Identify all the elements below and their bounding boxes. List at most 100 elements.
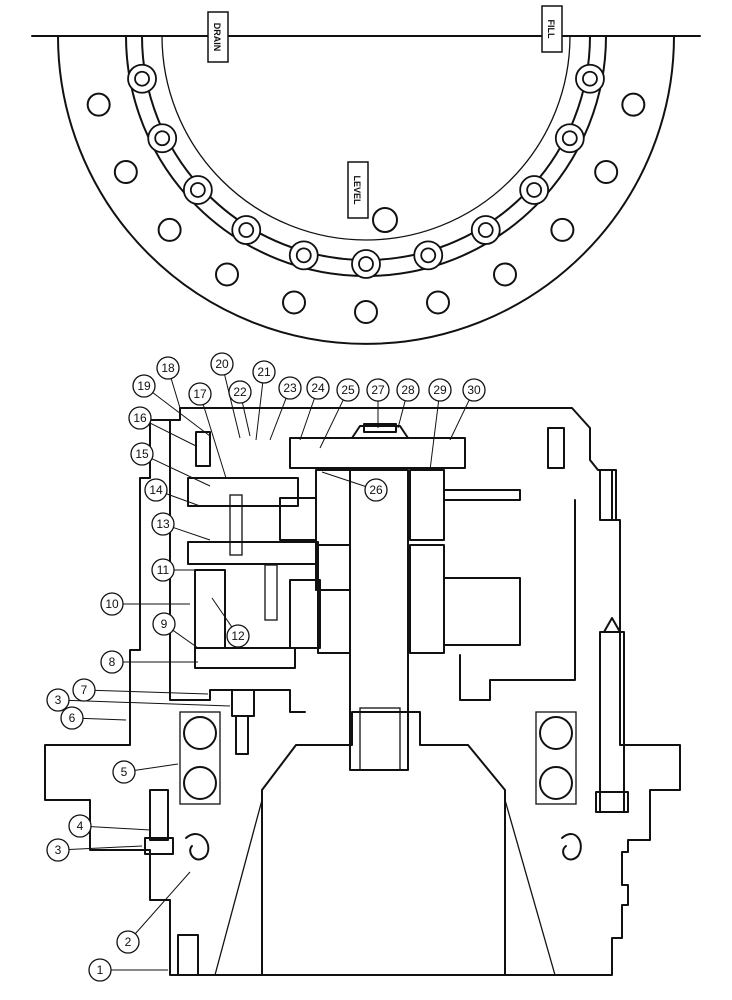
fill-plate: FILL xyxy=(541,5,563,53)
callout-circle xyxy=(132,374,156,398)
callout-30: 30 xyxy=(449,378,486,441)
callout-leader xyxy=(68,699,231,707)
bearing-race-left xyxy=(179,711,221,805)
callout-leader xyxy=(397,400,406,429)
callout-number: 25 xyxy=(341,383,355,397)
callout-circle xyxy=(226,624,250,648)
callout-number: 23 xyxy=(283,381,297,395)
callout-leader xyxy=(68,845,143,850)
side-stud xyxy=(599,469,617,521)
ring-bolt xyxy=(413,240,444,271)
housing-outline xyxy=(44,407,681,976)
callout-leader xyxy=(152,392,211,437)
planet-pin-2 xyxy=(264,564,278,621)
callout-leader xyxy=(134,763,179,771)
ring-bolt xyxy=(127,63,157,94)
callout-leader xyxy=(255,382,264,441)
flange-hole xyxy=(282,290,307,315)
callout-29: 29 xyxy=(428,378,452,471)
drain-plate: DRAIN xyxy=(207,11,229,63)
callout-circle xyxy=(72,678,96,702)
callout-number: 26 xyxy=(369,483,383,497)
callout-leader xyxy=(321,471,366,487)
ring-bolt xyxy=(288,240,319,271)
callout-circle xyxy=(278,376,302,400)
callout-23: 23 xyxy=(269,376,302,441)
flange-hole xyxy=(86,92,111,117)
cover-plug xyxy=(351,425,409,439)
callout-circle xyxy=(306,376,330,400)
callout-circle xyxy=(116,930,140,954)
callout-circle xyxy=(336,378,360,402)
bearing-ball-l1 xyxy=(183,716,217,750)
base-stud xyxy=(177,934,199,976)
callout-13: 13 xyxy=(151,512,211,541)
wheel-stud-nut xyxy=(144,837,174,855)
callout-leader xyxy=(90,826,151,831)
callout-number: 22 xyxy=(233,385,247,399)
callout-27: 27 xyxy=(366,378,390,428)
inner-ring-edge-2 xyxy=(161,35,571,241)
top-left-stud xyxy=(195,431,211,467)
callout-4: 4 xyxy=(68,814,151,838)
flange-top-view: DRAIN FILL LEVEL xyxy=(31,5,701,345)
plug-stem xyxy=(235,715,249,755)
callout-17: 17 xyxy=(188,382,227,479)
housing-inner-right xyxy=(459,499,576,701)
callout-circle xyxy=(100,650,124,674)
callout-leader xyxy=(299,398,315,441)
callout-leader xyxy=(211,597,233,628)
callout-number: 19 xyxy=(137,379,151,393)
callout-number: 21 xyxy=(257,365,271,379)
callout-circle xyxy=(152,612,176,636)
callout-9: 9 xyxy=(152,612,199,649)
ring-gear-r2 xyxy=(443,577,521,646)
housing-inner-left xyxy=(169,419,306,713)
callout-circle xyxy=(112,760,136,784)
ring-bolt xyxy=(147,123,178,154)
planet-pin-1 xyxy=(229,494,243,556)
inner-bolts xyxy=(127,63,605,279)
callout-number: 6 xyxy=(69,711,76,725)
callout-8: 8 xyxy=(100,650,198,674)
callout-number: 18 xyxy=(161,361,175,375)
bearing-ball-l2 xyxy=(183,766,217,800)
floating-seal-left xyxy=(185,833,210,861)
ring-gear-r1 xyxy=(443,489,521,501)
callout-leader xyxy=(319,399,344,449)
callout-circle xyxy=(228,380,252,404)
through-bolt-tip xyxy=(603,617,621,633)
callout-number: 17 xyxy=(193,387,207,401)
spindle-hub xyxy=(261,711,506,976)
callout-circle xyxy=(428,378,452,402)
callout-20: 20 xyxy=(210,352,241,439)
flange-hole xyxy=(621,92,646,117)
callout-circle xyxy=(462,378,486,402)
callout-24: 24 xyxy=(299,376,330,441)
callout-leader xyxy=(149,422,197,447)
planet-gear-2a xyxy=(194,569,226,649)
spindle-taper-left xyxy=(214,799,263,976)
callout-leader xyxy=(170,378,181,409)
callout-circle xyxy=(210,352,234,376)
callout-12: 12 xyxy=(211,597,250,648)
callout-circle xyxy=(151,558,175,582)
outer-bolt-holes xyxy=(86,92,646,324)
callout-22: 22 xyxy=(228,380,252,437)
callout-circle xyxy=(60,706,84,730)
ring-bolt xyxy=(554,123,585,154)
top-cover xyxy=(289,437,466,469)
callout-number: 1 xyxy=(97,963,104,977)
callout-leader xyxy=(166,493,201,507)
level-plate: LEVEL xyxy=(347,161,398,233)
callout-21: 21 xyxy=(252,360,276,441)
flange-hole xyxy=(157,217,182,242)
planet-gear-2b xyxy=(289,579,321,649)
callout-10: 10 xyxy=(100,592,190,616)
ring-bolt xyxy=(182,175,213,205)
level-label: LEVEL xyxy=(352,175,362,205)
callout-number: 13 xyxy=(156,517,170,531)
carrier-upper xyxy=(187,477,299,507)
